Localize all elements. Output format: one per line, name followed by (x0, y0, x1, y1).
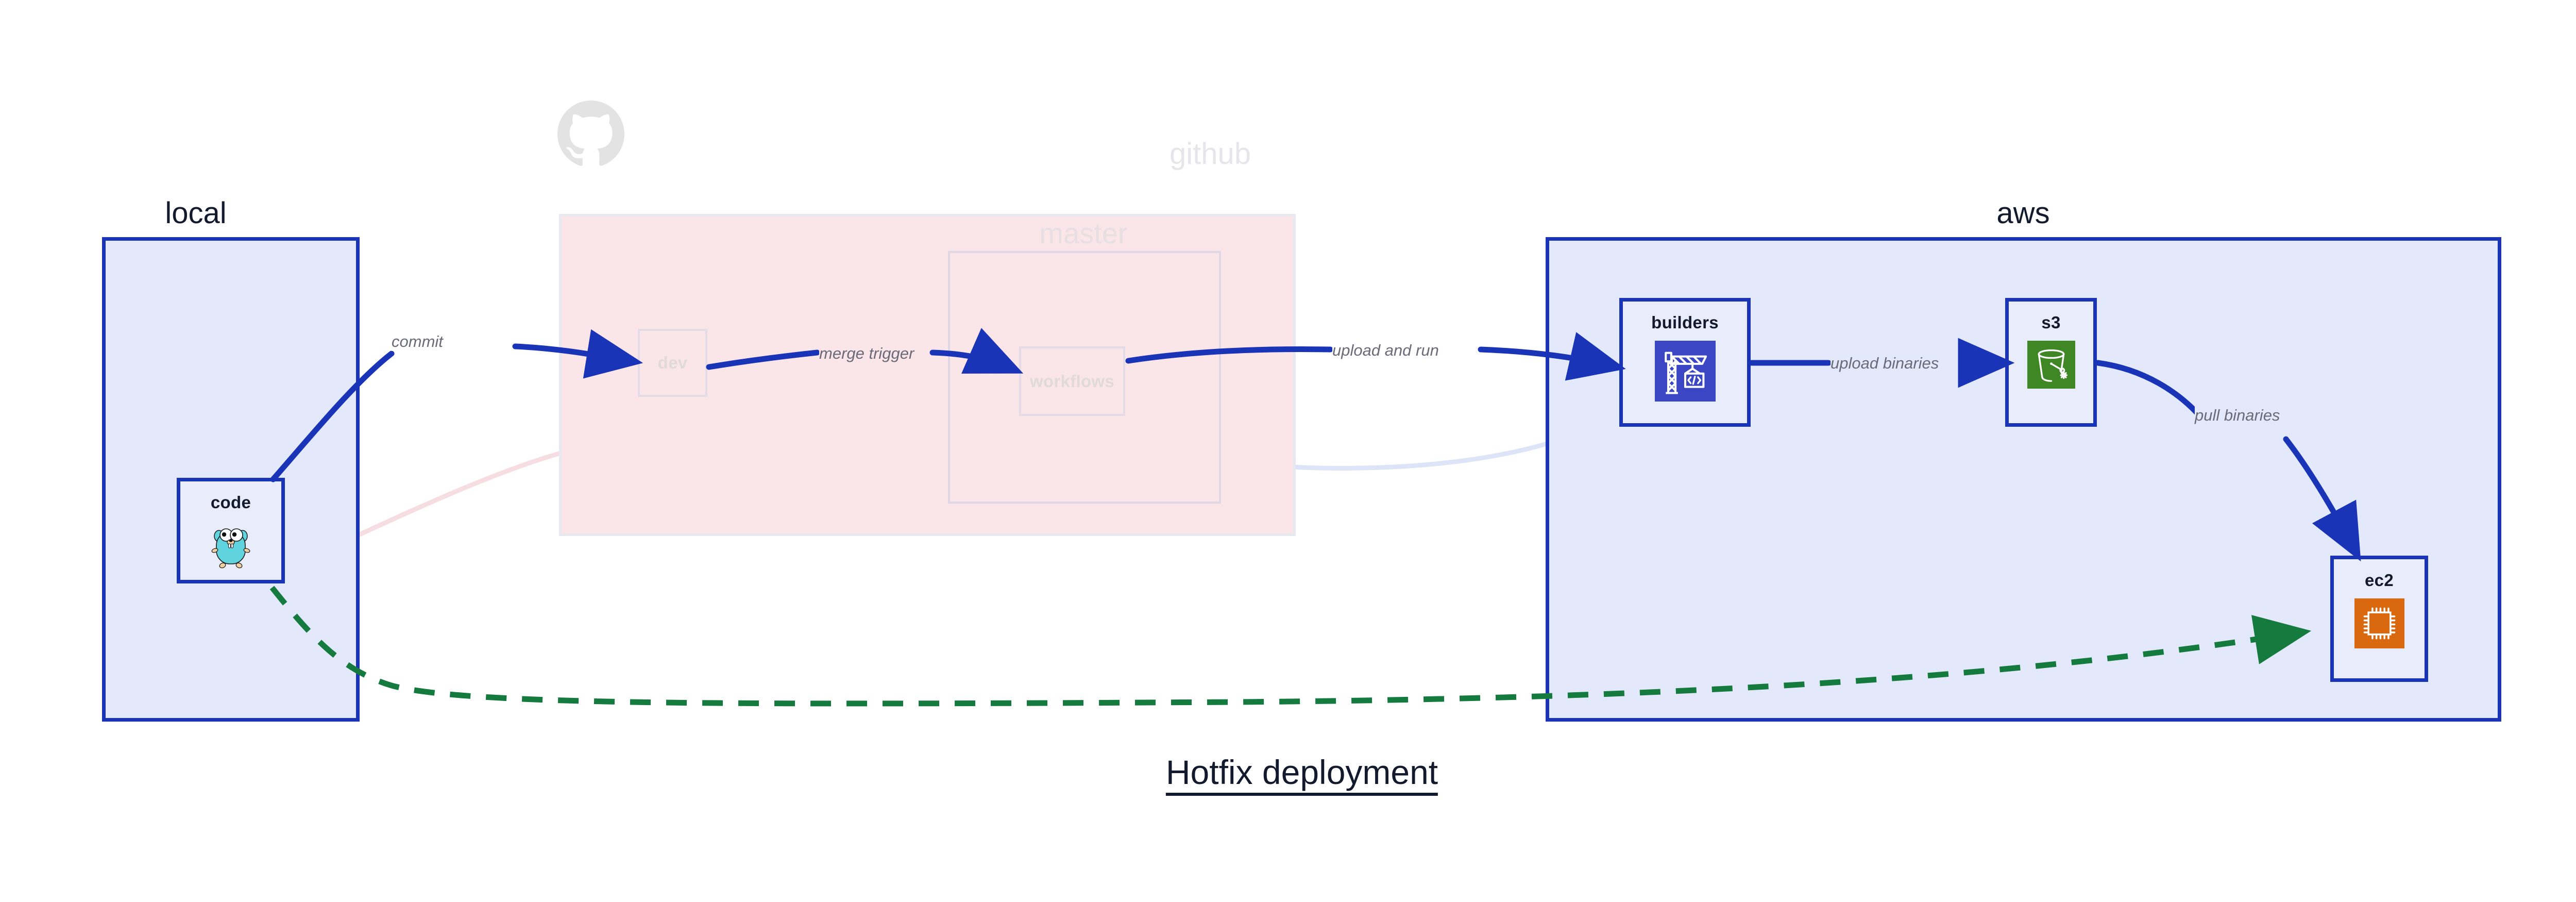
cluster-box-master (948, 251, 1221, 504)
node-code[interactable]: code (177, 478, 285, 583)
node-dev[interactable]: dev (638, 329, 707, 397)
go-gopher-icon (210, 521, 251, 572)
node-label-workflows: workflows (1029, 371, 1115, 391)
node-label-code: code (210, 493, 251, 512)
node-label-s3: s3 (2041, 313, 2061, 332)
node-workflows[interactable]: workflows (1019, 346, 1125, 416)
node-label-ec2: ec2 (2365, 571, 2394, 590)
edge-label-upload-and-run: upload and run (1332, 341, 1439, 360)
cpu-chip-icon (2354, 598, 2404, 651)
edge-label-upload-binaries: upload binaries (1831, 354, 1939, 373)
group-title-aws: aws (1996, 196, 2050, 230)
node-s3[interactable]: s3 (2005, 298, 2097, 427)
s3-bucket-icon (2027, 341, 2075, 391)
cluster-title-master: master (1039, 217, 1128, 249)
node-label-dev: dev (657, 353, 688, 372)
group-title-local: local (165, 196, 227, 230)
crane-code-icon (1654, 341, 1716, 404)
edge-label-pull-binaries: pull binaries (2195, 406, 2280, 425)
node-ec2[interactable]: ec2 (2330, 556, 2428, 682)
github-octocat-icon (557, 101, 624, 166)
group-title-github: github (1169, 137, 1251, 171)
edge-label-commit: commit (392, 332, 443, 351)
figure-title: Hotfix deployment (1165, 753, 1438, 796)
edge-label-merge-trigger: merge trigger (819, 344, 914, 363)
node-label-builders: builders (1651, 313, 1719, 332)
node-builders[interactable]: builders (1619, 298, 1751, 427)
group-github (559, 214, 1296, 536)
